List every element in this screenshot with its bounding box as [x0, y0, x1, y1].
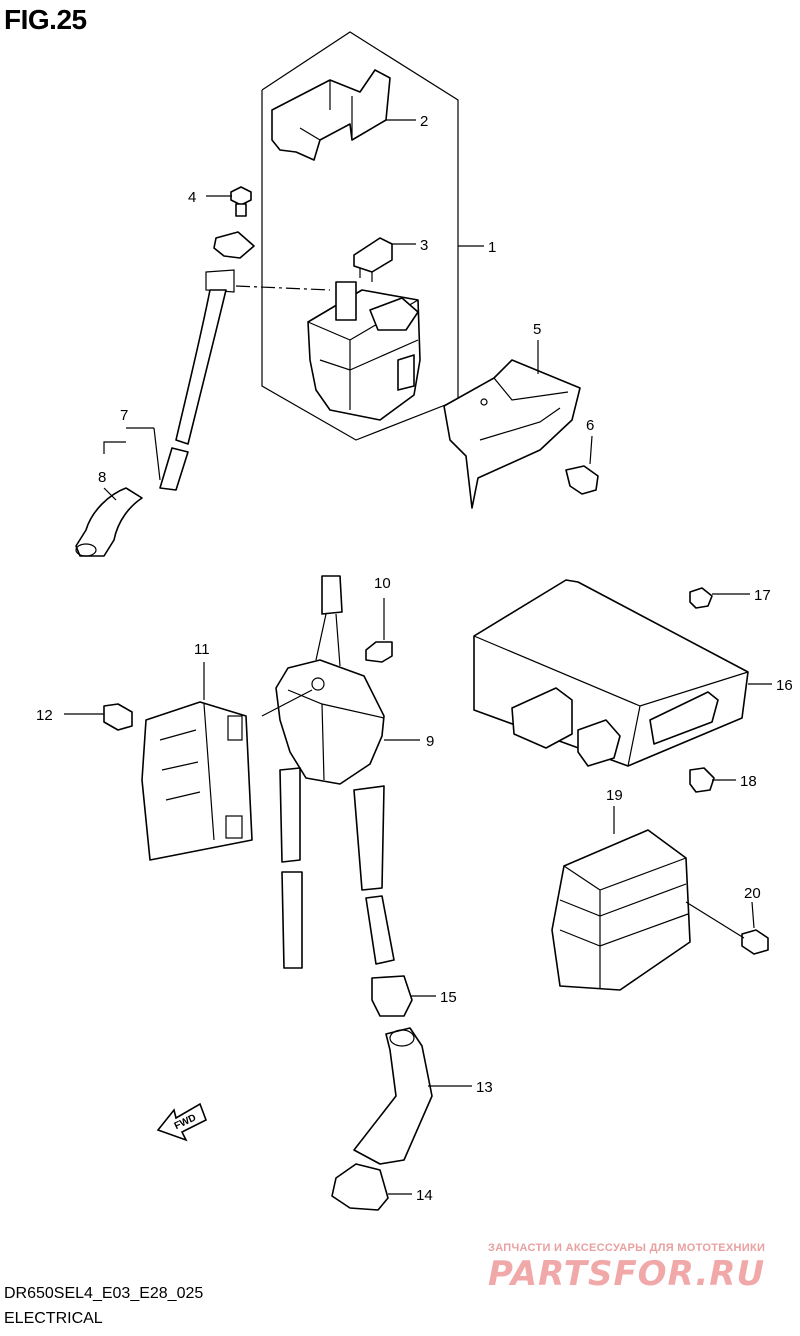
part-14-rubber-cap[interactable]: [331, 1163, 389, 1211]
callout-5: 5: [533, 321, 541, 338]
callout-16: 16: [776, 677, 793, 694]
part-4-screw[interactable]: [230, 186, 252, 217]
part-13-spark-plug-boot[interactable]: [353, 1027, 433, 1165]
battery-cable[interactable]: [75, 231, 255, 557]
callout-8: 8: [98, 469, 106, 486]
callout-17: 17: [754, 587, 771, 604]
part-9-ignition-coil[interactable]: [275, 575, 385, 969]
part-2-relay-cover[interactable]: [271, 69, 391, 161]
model-code: DR650SEL4_E03_E28_025: [4, 1285, 204, 1302]
callout-7: 7: [120, 407, 128, 424]
figure-title: FIG.25: [4, 4, 87, 35]
callout-12: 12: [36, 707, 53, 724]
callout-11: 11: [194, 641, 210, 658]
part-5-relay-bracket[interactable]: [443, 359, 581, 509]
callout-1: 1: [488, 239, 496, 256]
callout-2: 2: [420, 113, 428, 130]
part-20-bolt[interactable]: [741, 929, 769, 955]
section-name: ELECTRICAL: [4, 1310, 103, 1327]
part-15-plug-cap[interactable]: [365, 895, 413, 1017]
callout-9: 9: [426, 733, 434, 750]
callout-18: 18: [740, 773, 757, 790]
leader-lines: [64, 119, 772, 1195]
part-18-nut[interactable]: [689, 767, 715, 793]
callout-6: 6: [586, 417, 594, 434]
part-19-regulator-rectifier[interactable]: [551, 829, 691, 991]
part-16-cdi-unit[interactable]: [473, 579, 749, 767]
watermark-brand: PARTSFOR.RU: [488, 1254, 766, 1294]
part-6-bolt[interactable]: [565, 465, 599, 495]
callout-19: 19: [606, 787, 623, 804]
callout-numbers: 1 2 3 4 5 6 7 8 9 10 11 12 13 14 15 16 1…: [36, 113, 793, 1204]
callout-20: 20: [744, 885, 761, 902]
watermark-tagline: ЗАПЧАСТИ И АКСЕССУАРЫ ДЛЯ МОТОТЕХНИКИ: [488, 1242, 766, 1254]
callout-15: 15: [440, 989, 457, 1006]
part-11-coil-bracket[interactable]: [141, 701, 253, 861]
part-3-fuse[interactable]: [353, 237, 393, 282]
part-10-bolt[interactable]: [365, 641, 393, 663]
part-17-screw[interactable]: [689, 587, 713, 609]
callout-13: 13: [476, 1079, 493, 1096]
starter-relay[interactable]: [307, 281, 421, 421]
forward-arrow-icon: FWD: [156, 1102, 208, 1142]
part-12-bolt[interactable]: [103, 703, 133, 731]
callout-14: 14: [416, 1187, 433, 1204]
callout-3: 3: [420, 237, 428, 254]
callout-10: 10: [374, 575, 391, 592]
callout-4: 4: [188, 189, 196, 206]
